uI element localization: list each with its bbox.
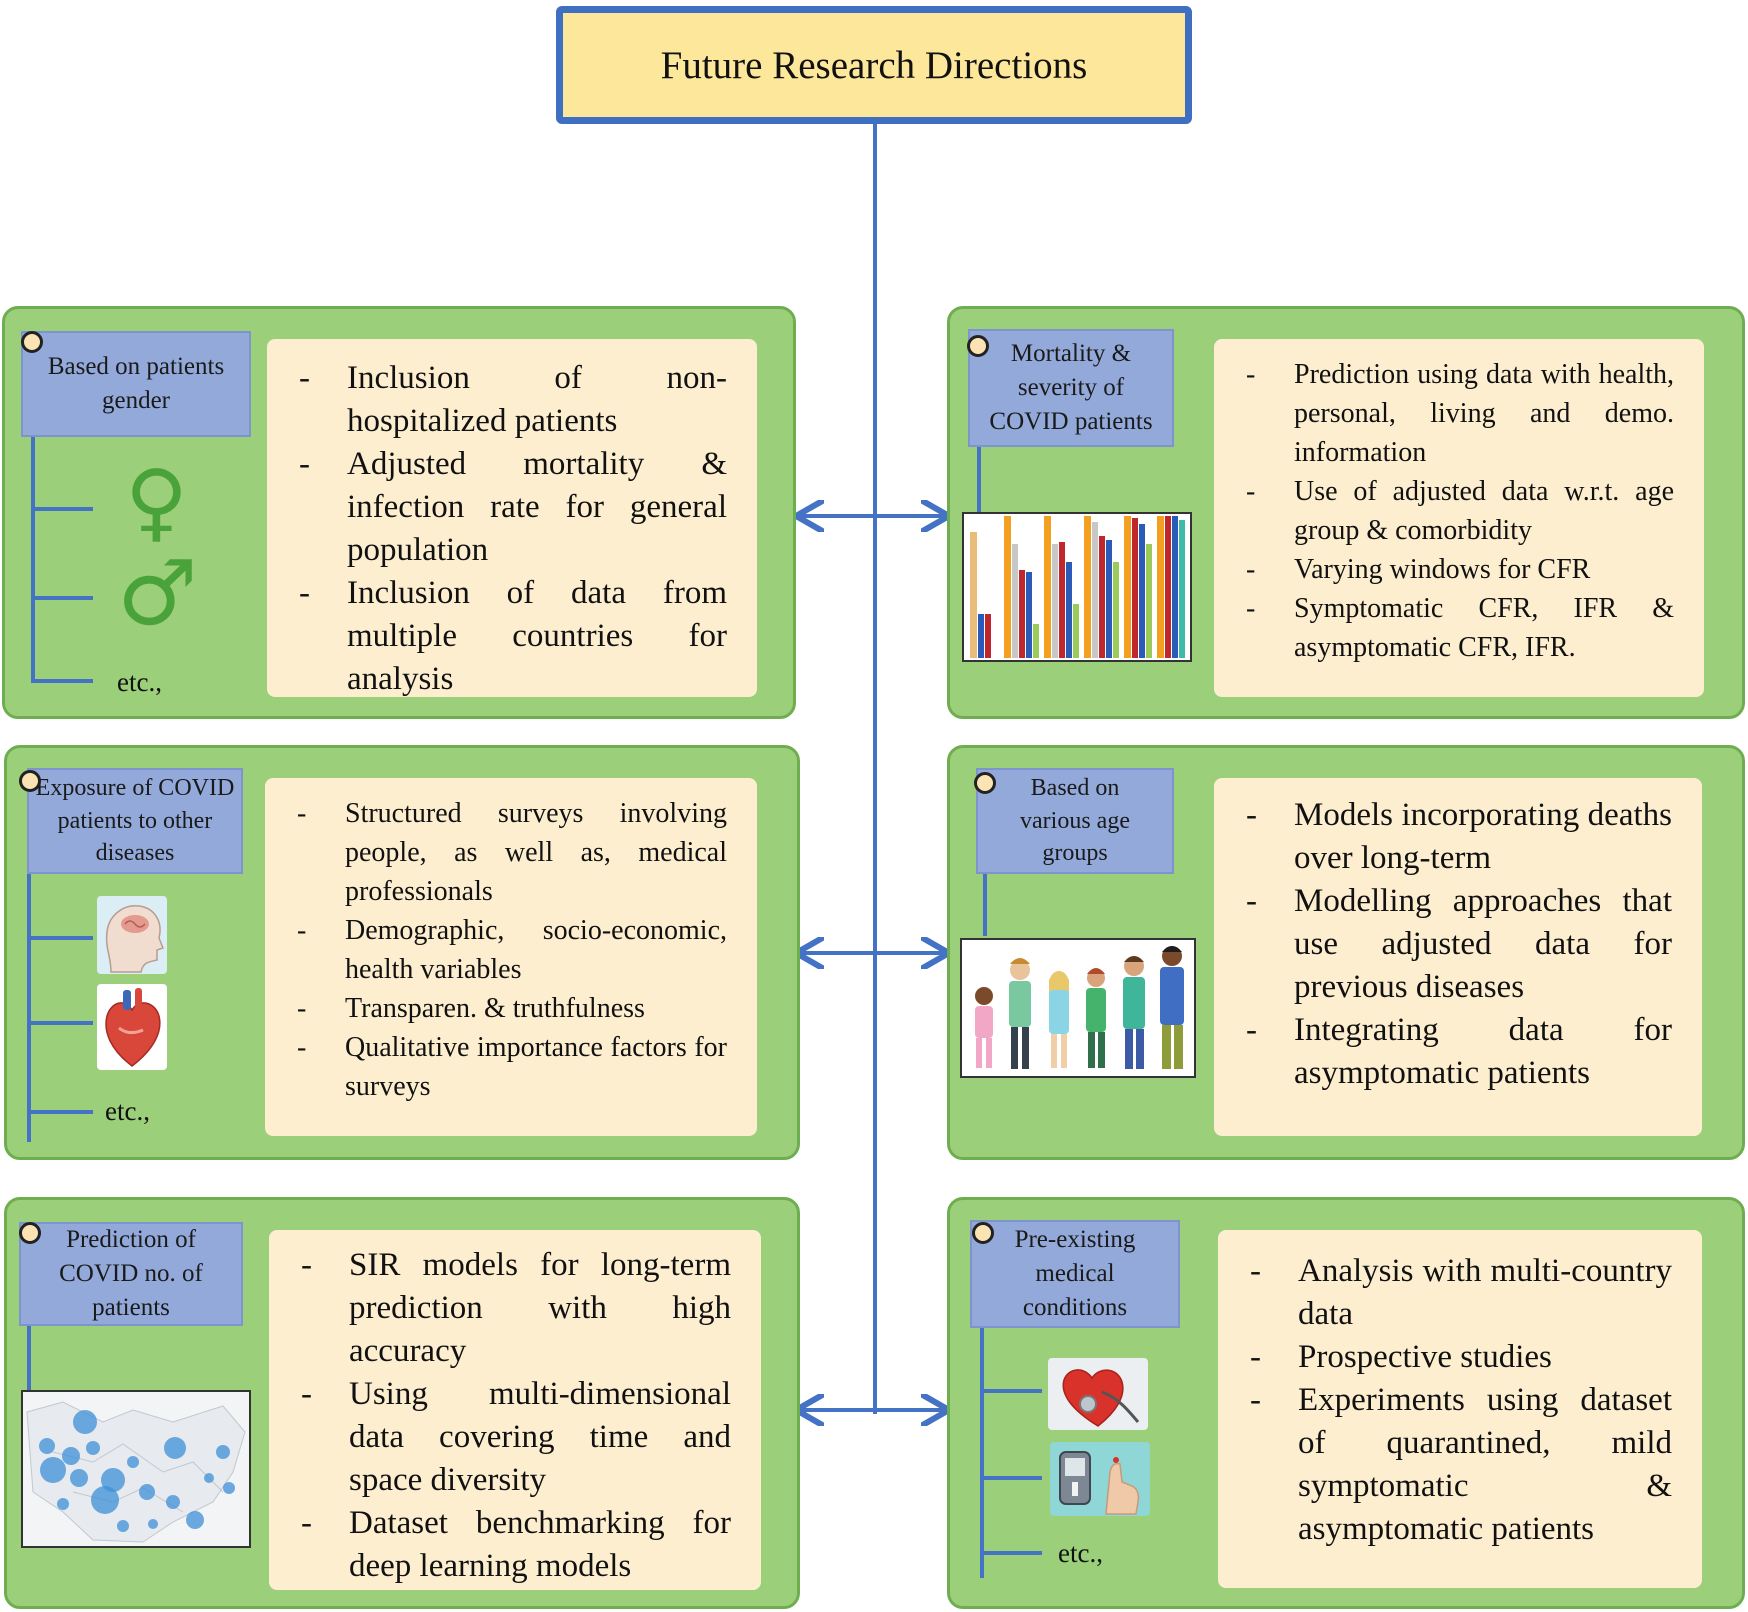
- gender-branch-tick: [31, 596, 93, 600]
- female-symbol-icon: ♀: [125, 452, 188, 552]
- central-trunk-line: [873, 124, 877, 1414]
- exposure-etc-label: etc.,: [105, 1096, 150, 1126]
- heart-organ-icon: [97, 984, 167, 1070]
- world-map-bubbles-illustration: [21, 1390, 251, 1548]
- prediction-item: SIR models for long-term prediction with…: [299, 1244, 731, 1373]
- exposure-text-box: Structured surveys involving people, as …: [265, 778, 757, 1136]
- gender-text-box: Inclusion of non-hospitalized patients A…: [267, 339, 757, 697]
- gender-item: Inclusion of data from multiple countrie…: [297, 572, 727, 701]
- preexisting-branch-tick: [980, 1389, 1042, 1393]
- brain-head-icon: [97, 896, 167, 974]
- gender-branch-line: [31, 343, 35, 681]
- panel-prediction: Prediction of COVID no. of patients: [4, 1197, 800, 1609]
- mortality-item: Prediction using data with health, perso…: [1244, 355, 1674, 472]
- preexisting-branch-tick: [980, 1551, 1042, 1555]
- person-boy: [1009, 958, 1031, 1069]
- mortality-text-box: Prediction using data with health, perso…: [1214, 339, 1704, 697]
- preexisting-item: Analysis with multi-country data: [1248, 1250, 1672, 1336]
- gender-item: Inclusion of non-hospitalized patients: [297, 357, 727, 443]
- preexisting-item: Prospective studies: [1248, 1336, 1672, 1379]
- bar-chart-svg: [970, 516, 1185, 658]
- mortality-label: Mortality & severity of COVID patients: [968, 329, 1174, 447]
- gender-label: Based on patients gender: [21, 331, 251, 437]
- preexisting-label: Pre-existing medical conditions: [970, 1220, 1180, 1328]
- exposure-item: Qualitative importance factors for surve…: [295, 1028, 727, 1106]
- age-item: Models incorporating deaths over long-te…: [1244, 794, 1672, 880]
- preexisting-label-dot: [972, 1222, 994, 1244]
- person-adult: [1123, 956, 1145, 1069]
- heart-stethoscope-icon: [1048, 1358, 1148, 1430]
- preexisting-text-box: Analysis with multi-country data Prospec…: [1218, 1230, 1702, 1588]
- panel-age: Based on various age groups: [947, 745, 1745, 1160]
- panel-exposure: Exposure of COVID patients to other dise…: [4, 745, 800, 1160]
- glucose-meter-icon: [1050, 1442, 1150, 1516]
- prediction-label: Prediction of COVID no. of patients: [19, 1222, 243, 1326]
- panel-preexisting: Pre-existing medical conditions etc., An…: [947, 1197, 1745, 1609]
- gender-branch-tick: [31, 507, 93, 511]
- prediction-item: Using multi-dimensional data covering ti…: [299, 1373, 731, 1502]
- mortality-item: Symptomatic CFR, IFR & asymptomatic CFR,…: [1244, 589, 1674, 667]
- mortality-label-dot: [967, 335, 989, 357]
- people-age-groups-illustration: [960, 938, 1196, 1078]
- exposure-branch-line: [27, 778, 31, 1142]
- exposure-item: Structured surveys involving people, as …: [295, 794, 727, 911]
- prediction-text-box: SIR models for long-term prediction with…: [269, 1230, 761, 1590]
- exposure-item: Transparen. & truthfulness: [295, 989, 727, 1028]
- panel-gender: Based on patients gender ♀ ♂ etc., Inclu…: [2, 306, 796, 719]
- prediction-label-dot: [19, 1222, 41, 1244]
- male-symbol-icon: ♂: [117, 541, 198, 646]
- age-label-dot: [974, 772, 996, 794]
- gender-item: Adjusted mortality & infection rate for …: [297, 443, 727, 572]
- person-teen: [1086, 968, 1106, 1068]
- prediction-item: Dataset benchmarking for deep learning m…: [299, 1502, 731, 1588]
- bar-chart-illustration: [962, 512, 1192, 662]
- diagram-title: Future Research Directions: [556, 6, 1192, 124]
- age-label: Based on various age groups: [976, 768, 1174, 874]
- exposure-branch-tick: [27, 1021, 93, 1025]
- age-text-box: Models incorporating deaths over long-te…: [1214, 778, 1702, 1136]
- exposure-label: Exposure of COVID patients to other dise…: [27, 768, 243, 874]
- preexisting-branch-line: [980, 1226, 984, 1578]
- exposure-label-dot: [19, 770, 41, 792]
- mortality-item: Use of adjusted data w.r.t. age group & …: [1244, 472, 1674, 550]
- exposure-branch-tick: [27, 936, 93, 940]
- preexisting-etc-label: etc.,: [1058, 1538, 1103, 1568]
- exposure-branch-tick: [27, 1110, 93, 1114]
- person-child-small: [975, 987, 993, 1068]
- gender-etc-label: etc.,: [117, 667, 162, 697]
- person-girl: [1049, 971, 1069, 1068]
- exposure-item: Demographic, socio-economic, health vari…: [295, 911, 727, 989]
- person-man: [1160, 946, 1184, 1069]
- preexisting-branch-tick: [980, 1476, 1042, 1480]
- panel-mortality: Mortality & severity of COVID patients: [947, 306, 1745, 719]
- mortality-item: Varying windows for CFR: [1244, 550, 1674, 589]
- age-item: Integrating data for asymptomatic patien…: [1244, 1009, 1672, 1095]
- preexisting-item: Experiments using dataset of quarantined…: [1248, 1379, 1672, 1551]
- gender-label-dot: [21, 331, 43, 353]
- gender-branch-tick: [31, 679, 93, 683]
- age-item: Modelling approaches that use adjusted d…: [1244, 880, 1672, 1009]
